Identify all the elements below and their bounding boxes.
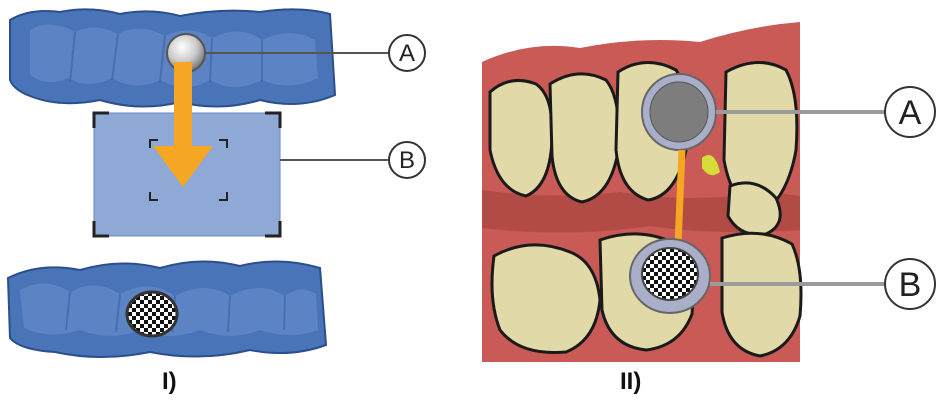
panel-two: A B II) [470,0,942,406]
panel-one-illustration: A B [0,0,460,406]
callout-b: B [280,142,425,178]
callout-b-label: B [399,147,415,174]
checkered-target-icon [630,239,710,313]
marker-cylinder-icon [642,74,716,150]
panel-one: A B I) [0,0,460,406]
panel-two-caption: II) [620,368,641,396]
panel-two-illustration: A B [470,0,942,406]
callout-a-label: A [399,40,415,67]
callout-b-label: B [899,266,922,304]
panel-one-caption: I) [162,368,177,396]
checkered-target-icon [127,292,177,336]
callout-a-label: A [899,94,922,132]
